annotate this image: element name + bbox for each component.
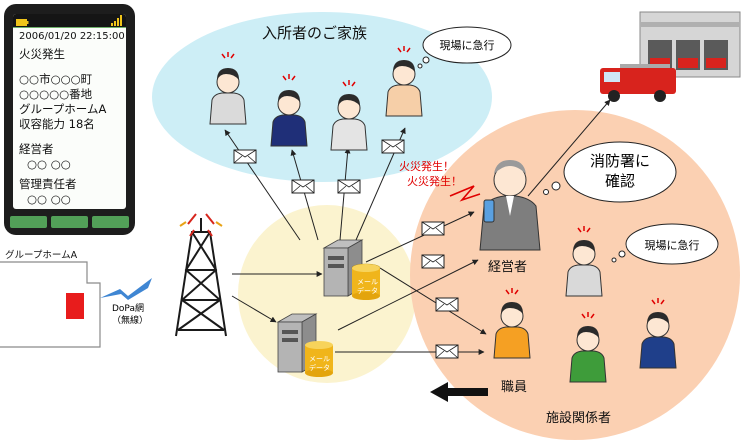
- battery-icon: [16, 19, 29, 26]
- family-group-title: 入所者のご家族: [262, 24, 368, 42]
- facility-label: グループホームA: [5, 250, 78, 261]
- phone-address-line2: ○○○○○番地: [19, 87, 93, 101]
- staff-member-apron: [569, 325, 607, 383]
- phone-responsible-name: ○○ ○○: [27, 192, 71, 206]
- network-sublabel: （無線）: [112, 314, 148, 326]
- staff-bubble-text: 現場に急行: [645, 238, 700, 252]
- family-bubble-text: 現場に急行: [440, 38, 495, 52]
- mail-server-1: [322, 239, 381, 300]
- family-member-2: [270, 89, 308, 147]
- manager-label: 経営者: [488, 260, 528, 275]
- server2-label: メール: [309, 355, 330, 363]
- manager-bubble-line1: 消防署に: [590, 152, 650, 170]
- staff-member-phone: [639, 311, 677, 369]
- staff-group-title: 施設関係者: [546, 411, 612, 426]
- server1-label2: データ: [357, 286, 378, 295]
- alert-text-2: 火災発生！: [407, 175, 462, 188]
- alert-text-1: 火災発生！: [399, 160, 454, 173]
- phone-manager-name: ○○ ○○: [27, 157, 71, 171]
- server2-label2: データ: [309, 363, 330, 372]
- tower-antenna-icon: [179, 213, 223, 237]
- phone-screen: 2006/01/20 22:15:00 火災発生 ○○市○○○町 ○○○○○番地…: [13, 14, 126, 209]
- phone-keys: [10, 216, 129, 228]
- phone-responsible-title: 管理責任者: [19, 177, 77, 191]
- return-arrow-icon: [430, 382, 488, 402]
- manager-thought-bubble: [543, 141, 677, 203]
- signal-icon: [111, 15, 122, 26]
- fire-truck-icon: [600, 64, 676, 102]
- family-arrows: [224, 127, 406, 241]
- phone-capacity: 収容能力 18名: [19, 117, 95, 131]
- server1-label: メール: [357, 278, 378, 286]
- mail-server-2: [276, 313, 333, 377]
- phone-timestamp: 2006/01/20 22:15:00: [19, 31, 125, 42]
- phone-event: 火災発生: [19, 47, 65, 61]
- alert-lightning-icon: [449, 185, 481, 202]
- radio-tower-icon: [175, 218, 227, 337]
- family-thought-bubble: [417, 26, 512, 69]
- family-member-3: [330, 93, 368, 151]
- phone-manager-title: 経営者: [19, 142, 54, 156]
- staff-member-glasses: [565, 239, 603, 297]
- staff-member-main: [493, 301, 531, 359]
- phone-address-line1: ○○市○○○町: [19, 72, 93, 86]
- phone-status-bar: [13, 14, 126, 28]
- phone-facility: グループホームA: [19, 102, 107, 116]
- manager-figure: [479, 160, 541, 251]
- manager-bubble-line2: 確認: [605, 172, 635, 190]
- staff-arrows: [335, 211, 487, 355]
- facility-building: [0, 261, 101, 348]
- family-member-1: [209, 67, 247, 125]
- family-member-4: [385, 59, 423, 117]
- mobile-phone: 2006/01/20 22:15:00 火災発生 ○○市○○○町 ○○○○○番地…: [4, 4, 135, 235]
- network-label: DoPa網: [112, 302, 144, 314]
- staff-label: 職員: [501, 380, 528, 395]
- wireless-signal-icon: [100, 278, 152, 300]
- staff-thought-bubble: [611, 223, 719, 265]
